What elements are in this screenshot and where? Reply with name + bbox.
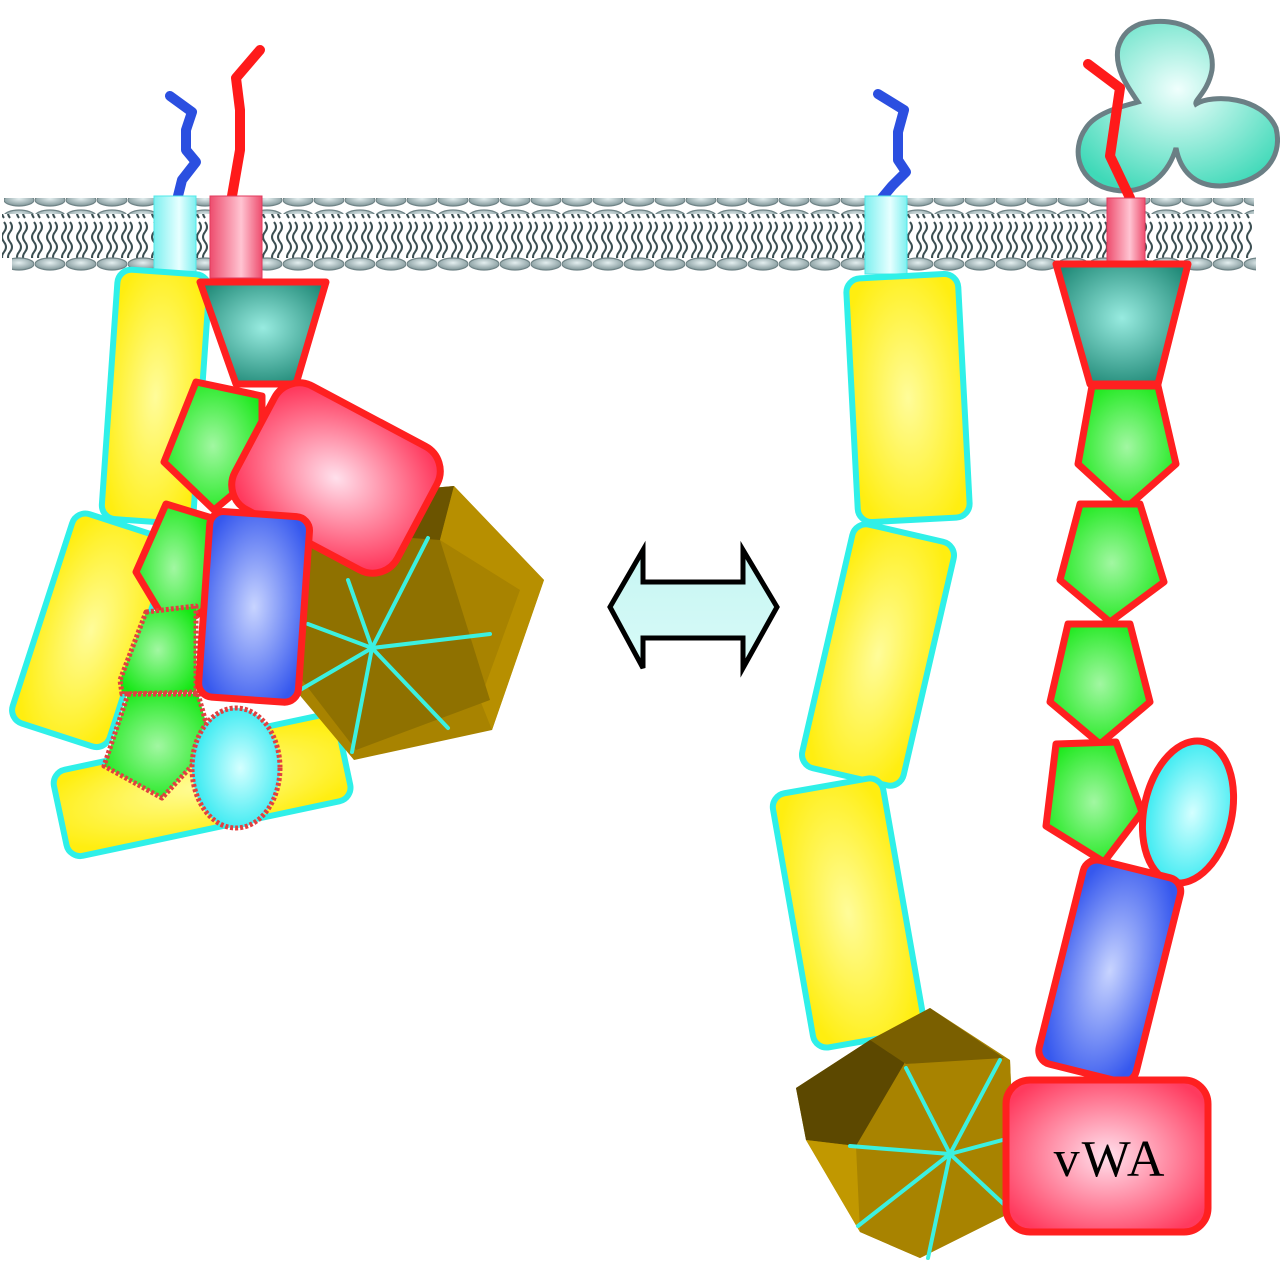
- alpha-thigh-domain: [1052, 260, 1192, 388]
- alpha-cytoplasmic-tail: [1083, 59, 1135, 203]
- membrane-inner-leaflet: [12, 255, 1256, 271]
- beta-tail-domain-2: [799, 521, 957, 789]
- beta-tail-domain-3: [769, 775, 927, 1051]
- hybrid-domain: [1035, 856, 1185, 1086]
- integrin-extended-state: vWA: [769, 18, 1280, 1260]
- alpha-calf-domain-2: [1056, 500, 1168, 626]
- alpha-transmembrane-segment: [1106, 197, 1146, 263]
- alpha-calf-domain-3: [117, 603, 199, 697]
- alpha-calf-domain-4: [101, 691, 215, 801]
- ligand: [1075, 18, 1280, 194]
- beta-tail-domain-1: [843, 270, 973, 526]
- vwa-domain-label: vWA: [1054, 1131, 1167, 1188]
- hybrid-domain: [195, 508, 313, 706]
- beta-transmembrane-segment: [864, 195, 908, 275]
- alpha-thigh-domain: [196, 278, 330, 388]
- psi-domain: [189, 705, 283, 831]
- beta-cytoplasmic-tail: [873, 89, 911, 203]
- alpha-transmembrane-segment: [209, 195, 263, 279]
- vwa-domain: vWA: [1002, 1076, 1212, 1236]
- beta-cytoplasmic-tail: [165, 91, 201, 201]
- integrin-bent-state: [9, 45, 544, 860]
- alpha-cytoplasmic-tail: [227, 45, 265, 201]
- membrane-outer-leaflet: [4, 198, 1254, 214]
- alpha-calf-domain-3: [1046, 620, 1154, 748]
- alpha-calf-domain-4: [1042, 738, 1146, 866]
- alpha-calf-domain-1: [1074, 382, 1180, 512]
- beta-transmembrane-segment: [153, 195, 197, 273]
- psi-domain: [1138, 737, 1238, 887]
- equilibrium-arrow: [607, 540, 780, 678]
- beta-propeller-domain: [796, 1008, 1016, 1260]
